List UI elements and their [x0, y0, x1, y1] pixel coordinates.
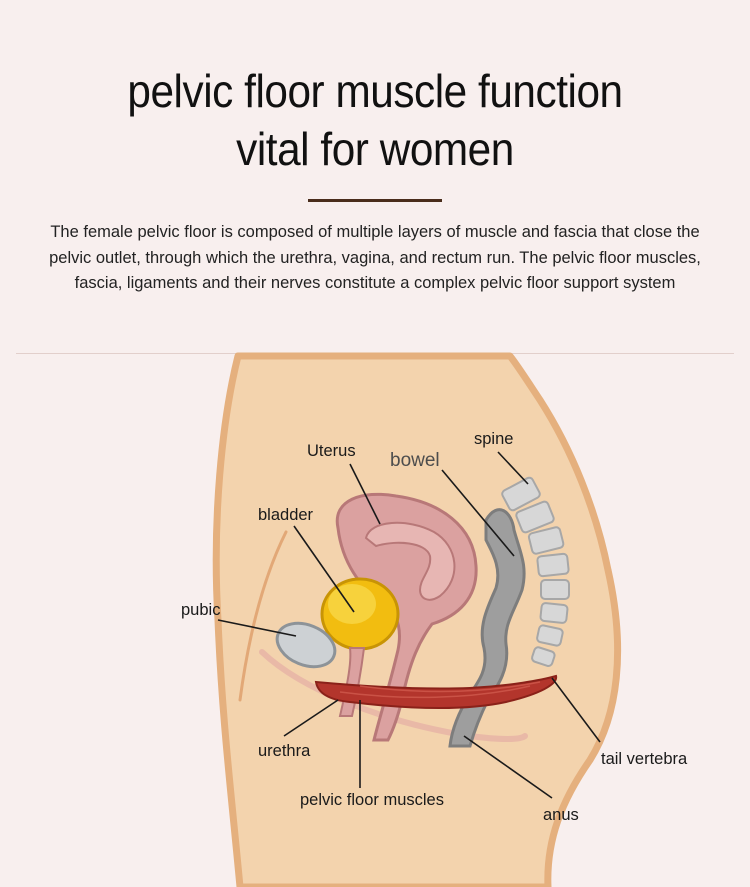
title-line-1: pelvic floor muscle function — [127, 65, 623, 117]
pelvic-basin — [259, 649, 528, 742]
label-bladder: bladder — [258, 506, 314, 524]
page-title: pelvic floor muscle function vital for w… — [30, 62, 720, 178]
label-uterus: Uterus — [307, 442, 356, 460]
title-line-2: vital for women — [236, 123, 514, 175]
label-pubic: pubic — [181, 601, 220, 619]
bladder-highlight — [328, 584, 376, 624]
thigh-crease — [238, 530, 288, 702]
pubic-bone — [275, 621, 337, 669]
label-spine: spine — [474, 430, 513, 448]
title-underline — [308, 199, 442, 202]
leader-lines — [217, 451, 601, 799]
label-pelvic-floor-muscles: pelvic floor muscles — [300, 791, 444, 809]
uterus-inner — [364, 521, 456, 601]
label-bowel: bowel — [390, 450, 440, 471]
muscle-fibers — [339, 681, 541, 699]
label-tail-vertebra: tail vertebra — [601, 750, 688, 768]
spine — [501, 476, 570, 667]
label-anus: anus — [543, 806, 579, 824]
intro-paragraph: The female pelvic floor is composed of m… — [49, 223, 701, 292]
label-urethra: urethra — [258, 742, 311, 760]
bowel — [448, 508, 526, 748]
